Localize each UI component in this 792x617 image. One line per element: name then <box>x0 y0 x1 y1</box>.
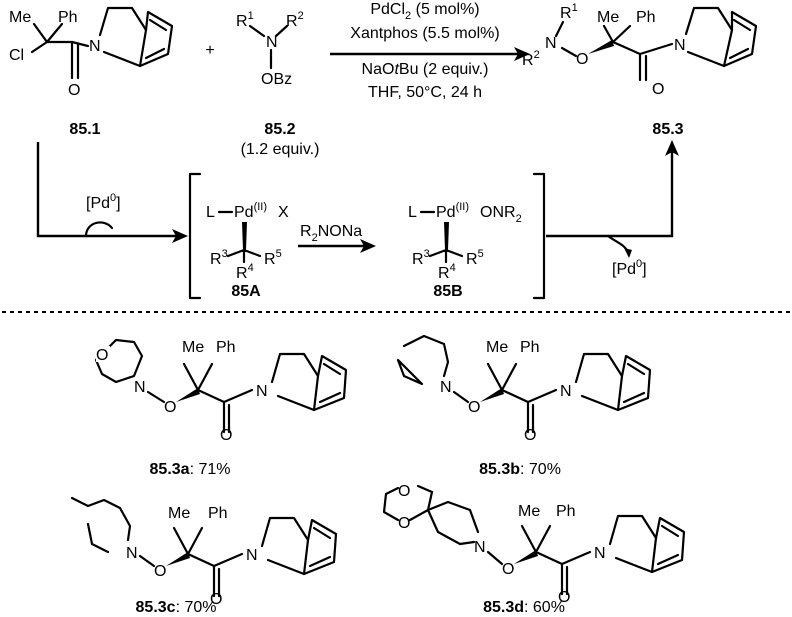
ether-oxygen-label-c: O <box>154 563 166 580</box>
pd0-curved-arrow <box>84 221 114 238</box>
indoline-nitrogen-label-a: N <box>256 383 268 400</box>
carbonyl-oxygen-label-b: O <box>524 427 536 444</box>
example-a-label: 85.3a: 71% <box>150 461 231 478</box>
cycle-exit-arrow <box>546 152 674 238</box>
example-c-label: 85.3c: 70% <box>136 599 217 616</box>
intermediate-85B: L Pd(II) ONR2 R3 R4 R5 85B <box>408 201 522 300</box>
product-wedge-bond <box>588 40 614 54</box>
solvent-text: THF, 50°C, 24 h <box>368 84 482 101</box>
catalyst-text: PdCl2 (5 mol%) <box>370 1 479 22</box>
obz-label: OBz <box>261 71 292 88</box>
onr2-label: ONR2 <box>480 204 522 225</box>
morpholine-nitrogen-label: N <box>134 379 146 396</box>
methyl-label-c: Me <box>168 505 190 522</box>
reactant2-label: 85.2 <box>264 121 295 138</box>
phenyl-label-b: Ph <box>520 339 540 356</box>
r3-label-b: R3 <box>412 248 430 268</box>
example-85-3b: N O Me Ph O N 85.3b: 70% <box>396 334 652 478</box>
reactant1-label: 85.1 <box>69 121 100 138</box>
reactant2-equiv: (1.2 equiv.) <box>241 141 320 158</box>
example-85-3a: O N O Me Ph O N 85.3a: 71% <box>94 338 348 478</box>
reaction-arrow-head <box>514 47 530 61</box>
example-b-label: 85.3b: 70% <box>479 461 561 478</box>
product-nitrogen-label: N <box>545 35 557 52</box>
phenyl-label-a: Ph <box>216 339 236 356</box>
r3-label: R3 <box>210 248 228 268</box>
left-bracket <box>188 172 202 300</box>
r5-label-b: R5 <box>466 248 484 268</box>
pd0-entry-label: [Pd0] <box>86 192 121 212</box>
ether-oxygen-label-b: O <box>468 399 480 416</box>
x-label: X <box>278 204 289 221</box>
cycle-exit-arrow-head <box>665 140 679 156</box>
indoline-nitrogen-label-c: N <box>246 547 258 564</box>
base-text: NaOtBu (2 equiv.) <box>362 61 489 78</box>
product-carbonyl-oxygen-label: O <box>652 81 664 98</box>
r2-label: R2 <box>286 10 304 30</box>
example-85-3c: N O Me Ph O N 85.3c: 70% <box>70 496 338 616</box>
piperidine-nitrogen-label: N <box>440 379 452 396</box>
product-phenyl-label: Ph <box>636 9 656 26</box>
methyl-label-a: Me <box>182 339 204 356</box>
product-label: 85.3 <box>652 121 683 138</box>
plus-sign: + <box>205 42 214 59</box>
r1-label: R1 <box>236 10 254 30</box>
ketal-piperidine-nitrogen-label: N <box>474 539 486 556</box>
methyl-label-d: Me <box>518 503 540 520</box>
pd0-exit-label: [Pd0] <box>612 258 647 278</box>
carbonyl-oxygen-label-a: O <box>220 427 232 444</box>
pd-label-b: Pd(II) <box>436 201 469 221</box>
indoline-nitrogen-label-b: N <box>560 383 572 400</box>
reactant-85-1: Me Ph Cl N O 85.1 <box>9 6 174 138</box>
r5-label: R5 <box>264 248 282 268</box>
ether-oxygen-label-d: O <box>502 561 514 578</box>
methyl-label: Me <box>9 9 31 26</box>
product-ether-oxygen-label: O <box>576 51 588 68</box>
ligand-label: L <box>206 204 215 221</box>
cycle-entry-arrow-head <box>172 229 188 243</box>
pd-label: Pd(II) <box>234 201 267 221</box>
carbonyl-oxygen-label: O <box>68 82 80 99</box>
example-85-3d: O O N O Me Ph O N 85.3d: 60% <box>382 483 686 616</box>
cycle-entry-arrow <box>36 142 176 238</box>
product-r2-label: R2 <box>522 49 540 69</box>
r4-label-b: R4 <box>438 262 456 282</box>
reaction-conditions: PdCl2 (5 mol%) Xantphos (5.5 mol%) NaOtB… <box>330 1 530 101</box>
ligand-text: Xantphos (5.5 mol%) <box>350 25 499 42</box>
nitrogen-label: N <box>89 38 101 55</box>
chloro-label: Cl <box>9 47 24 64</box>
transmetalation-arrow-head <box>360 239 376 253</box>
product-methyl-label: Me <box>597 9 619 26</box>
amine-nitrogen-label: N <box>266 34 278 51</box>
morpholine-oxygen-label: O <box>96 347 108 364</box>
ketal-oxygen-1-label: O <box>398 483 410 500</box>
product-r1-label: R1 <box>560 2 578 22</box>
product-nitrogen2-label: N <box>674 37 686 54</box>
phenyl-label-c: Ph <box>208 505 228 522</box>
methyl-label-b: Me <box>486 339 508 356</box>
reagent-label: R2NONa <box>300 223 362 244</box>
reactant-85-2: R1 R2 N OBz 85.2 (1.2 equiv.) <box>236 10 319 158</box>
r4-label: R4 <box>236 262 254 282</box>
product-85-3: R1 R2 N O Me Ph N O 85.3 <box>522 2 758 138</box>
ketal-oxygen-2-label: O <box>398 515 410 532</box>
int-a-label: 85A <box>231 283 261 300</box>
intermediate-85A: L Pd(II) X R3 R4 R5 85A <box>206 201 289 300</box>
right-bracket <box>532 172 546 300</box>
int-b-label: 85B <box>433 283 462 300</box>
ligand-label-b: L <box>408 204 417 221</box>
phenyl-label-d: Ph <box>556 503 576 520</box>
phenyl-label: Ph <box>58 9 78 26</box>
catalytic-cycle: [Pd0] L Pd(II) X R3 R4 R5 85A R2NONa L P… <box>36 140 679 300</box>
ether-oxygen-label-a: O <box>164 399 176 416</box>
example-d-label: 85.3d: 60% <box>483 599 565 616</box>
indoline-nitrogen-label-d: N <box>594 545 606 562</box>
methylpiperidine-nitrogen-label: N <box>126 545 138 562</box>
